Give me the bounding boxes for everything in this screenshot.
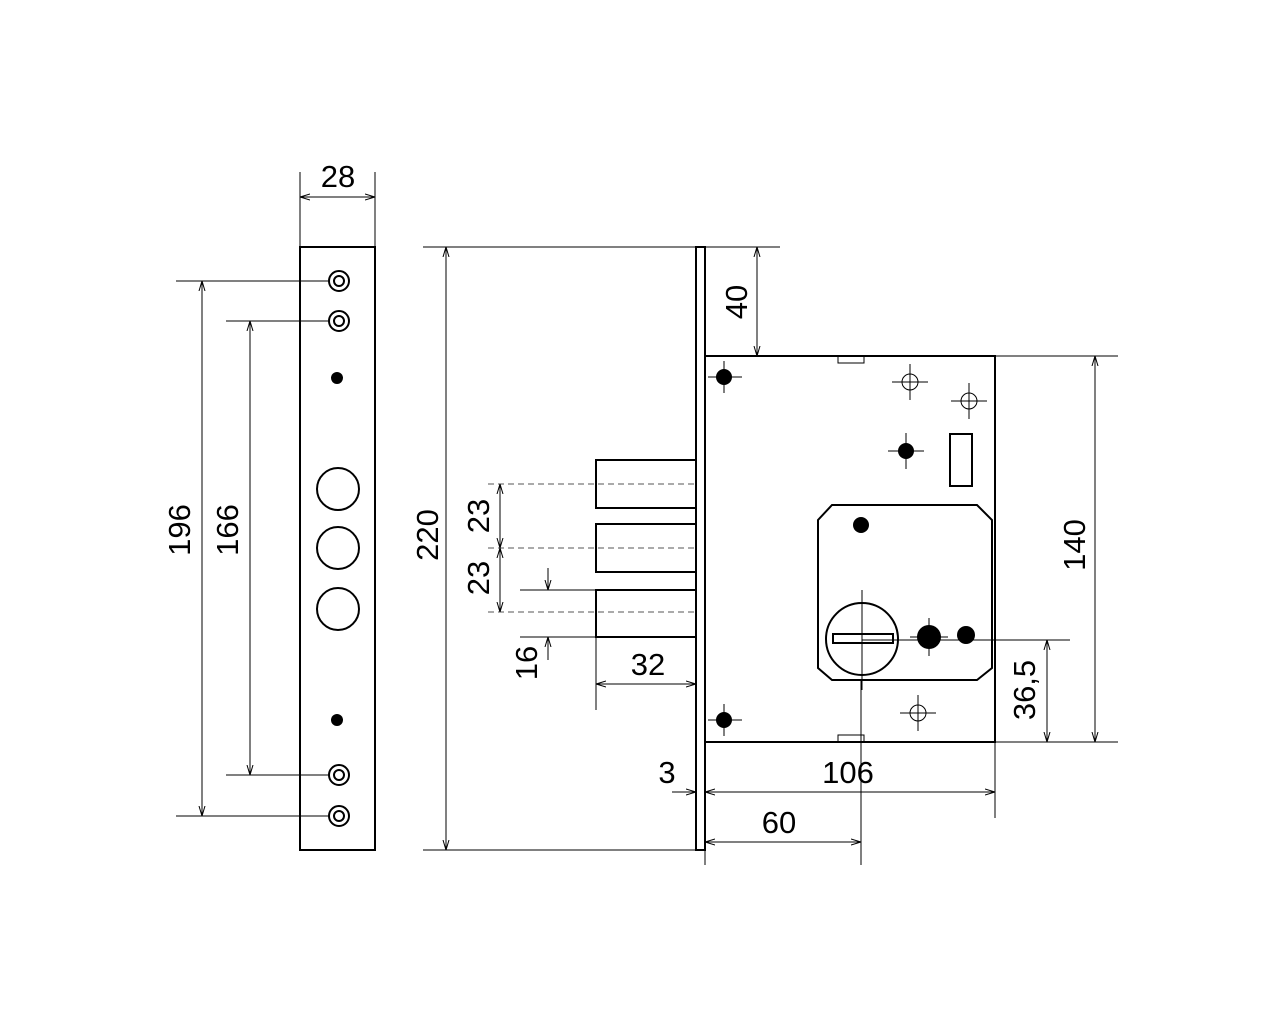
lock-side-view: 220 40 140 36,5 23 23 16 32 3 106 60 bbox=[410, 246, 1118, 865]
bolts bbox=[595, 459, 697, 638]
dim-28: 28 bbox=[321, 159, 355, 194]
keyhole-icon bbox=[832, 633, 894, 644]
dim-23-a: 23 bbox=[461, 499, 496, 533]
dim-166: 166 bbox=[210, 504, 245, 556]
dim-60: 60 bbox=[762, 805, 796, 840]
dim-220: 220 bbox=[410, 509, 445, 561]
faceplate-view: 28 196 166 bbox=[162, 159, 376, 851]
mount-holes bbox=[708, 361, 987, 736]
front-plate bbox=[695, 246, 706, 851]
slot bbox=[949, 433, 973, 487]
screw-holes bbox=[328, 270, 350, 827]
bolt-holes bbox=[316, 467, 360, 631]
dim-196: 196 bbox=[162, 504, 197, 556]
lock-case bbox=[704, 355, 996, 743]
dim-106: 106 bbox=[822, 755, 874, 790]
dim-140: 140 bbox=[1057, 519, 1092, 571]
dim-23-b: 23 bbox=[461, 561, 496, 595]
cylinder-plate bbox=[817, 504, 993, 681]
faceplate bbox=[299, 246, 376, 851]
dim-40: 40 bbox=[719, 285, 754, 319]
dim-3: 3 bbox=[658, 755, 675, 790]
dim-32: 32 bbox=[631, 647, 665, 682]
dim-16: 16 bbox=[509, 646, 544, 680]
dim-36-5: 36,5 bbox=[1007, 660, 1042, 720]
